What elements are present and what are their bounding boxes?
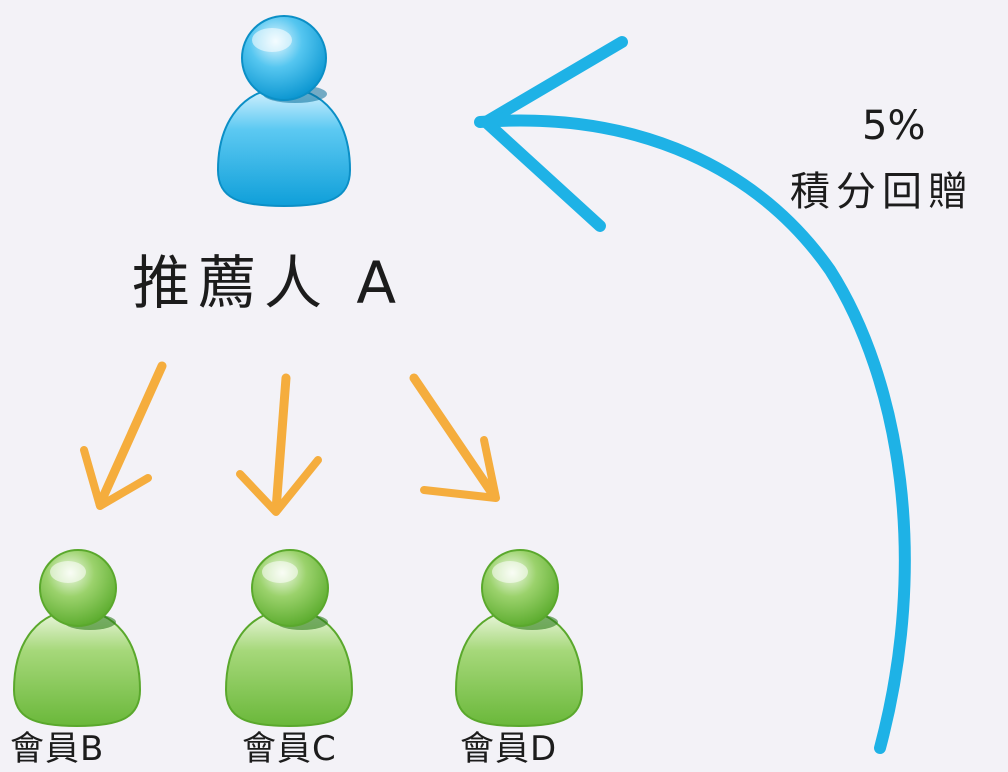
arrow-to-member-d [409, 373, 500, 502]
arrow-to-member-b [80, 361, 167, 510]
referrer-person-icon [216, 15, 352, 208]
reward-percent: 5% [862, 103, 926, 149]
member-c-person-icon [224, 549, 354, 728]
reward-arrow [474, 36, 911, 754]
member-d-label: 會員D [460, 729, 558, 769]
member-b-person-icon [12, 549, 142, 728]
member-d-person-icon [454, 549, 584, 728]
member-b-label: 會員B [10, 729, 105, 769]
member-c-label: 會員C [242, 729, 337, 769]
reward-text: 積分回贈 [790, 169, 974, 215]
referrer-label: 推薦人 A [132, 249, 405, 317]
arrow-to-member-c [236, 373, 322, 516]
